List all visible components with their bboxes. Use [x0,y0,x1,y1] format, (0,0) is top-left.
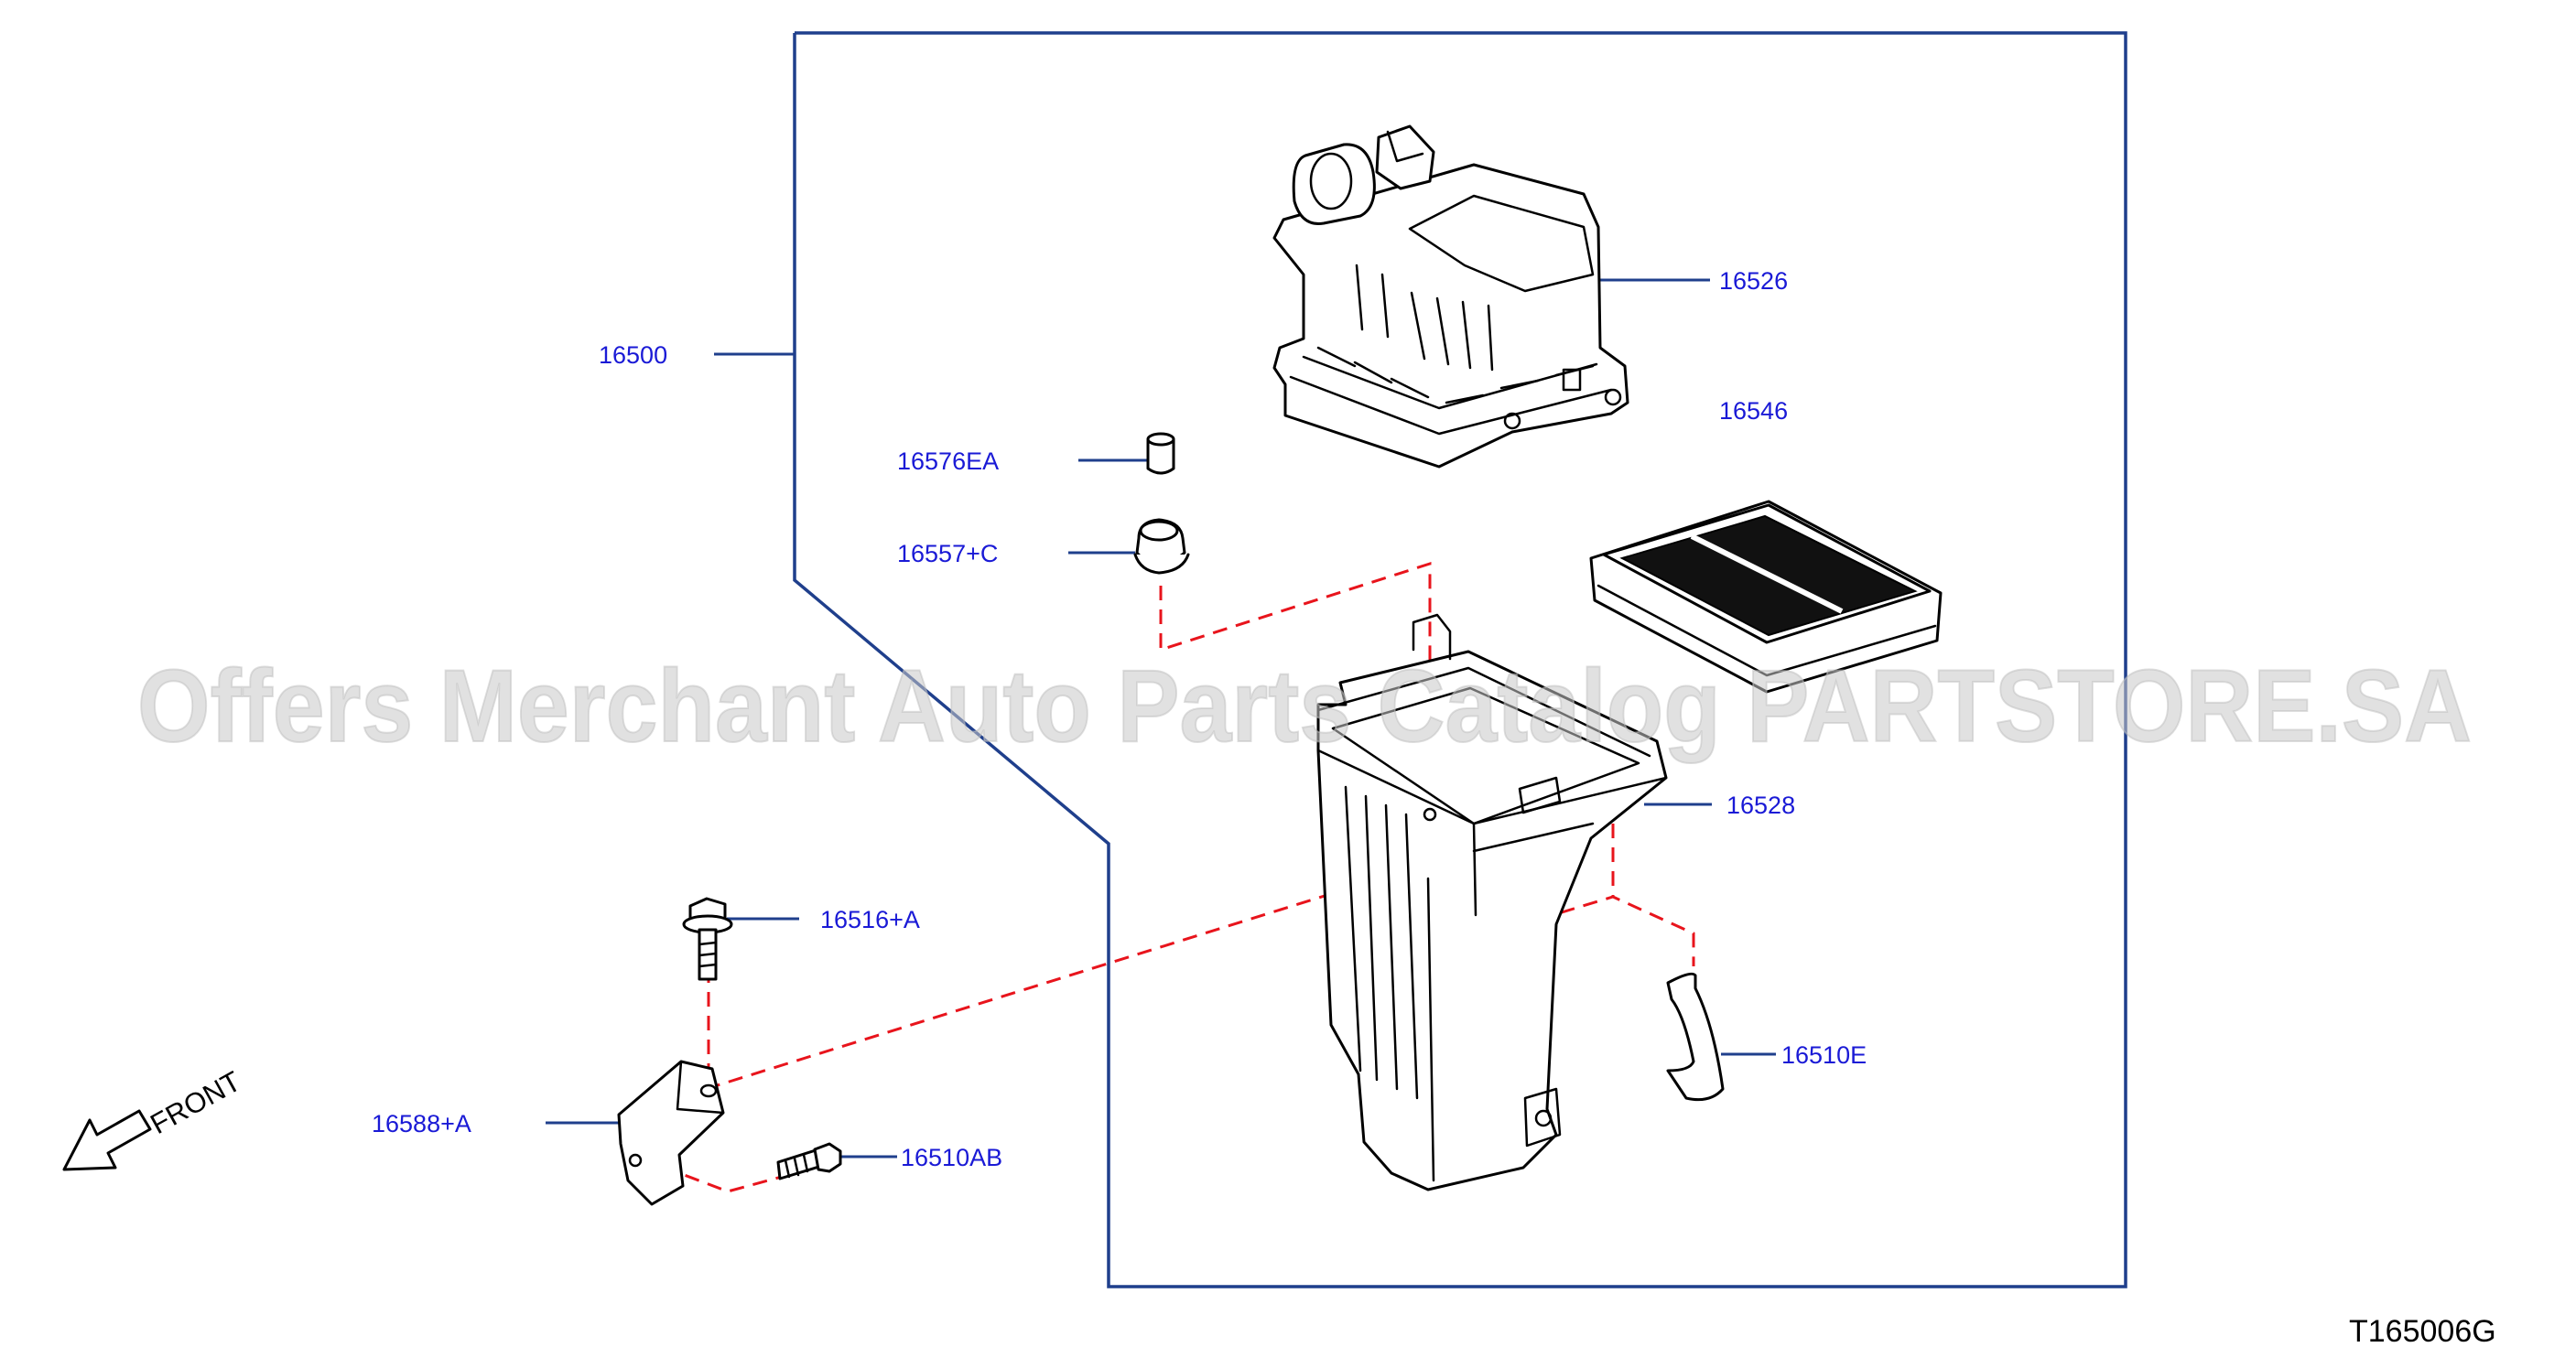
bracket [617,1060,725,1206]
callout-16510E: 16510E [1781,1041,1867,1069]
watermark: Offers Merchant Auto Parts Catalog PARTS… [137,649,2472,763]
assembly-frame [793,31,2127,1288]
grommet [1133,518,1190,575]
callout-16500: 16500 [599,341,667,369]
callout-16588-A: 16588+A [372,1110,471,1137]
callout-16576EA: 16576EA [897,447,999,475]
callout-16557-C: 16557+C [897,540,998,567]
air-cleaner-body [1316,613,1668,1191]
collar [1146,432,1175,475]
callout-16528: 16528 [1726,792,1795,819]
callout-16510AB: 16510AB [901,1144,1002,1171]
clip [1666,972,1725,1102]
diagram-reference: T165006G [2349,1314,2496,1349]
callout-16526: 16526 [1719,267,1788,295]
bolt-horizontal [776,1142,842,1180]
callout-16546: 16546 [1719,397,1788,425]
callout-16516-A: 16516+A [820,906,920,933]
leader-lines [546,278,1776,1159]
front-arrow-icon [62,1109,152,1171]
front-label: FRONT [145,1065,245,1140]
bolt-vertical [682,897,733,981]
air-filter-element [1589,500,1943,694]
air-cleaner-cover [1272,124,1629,469]
